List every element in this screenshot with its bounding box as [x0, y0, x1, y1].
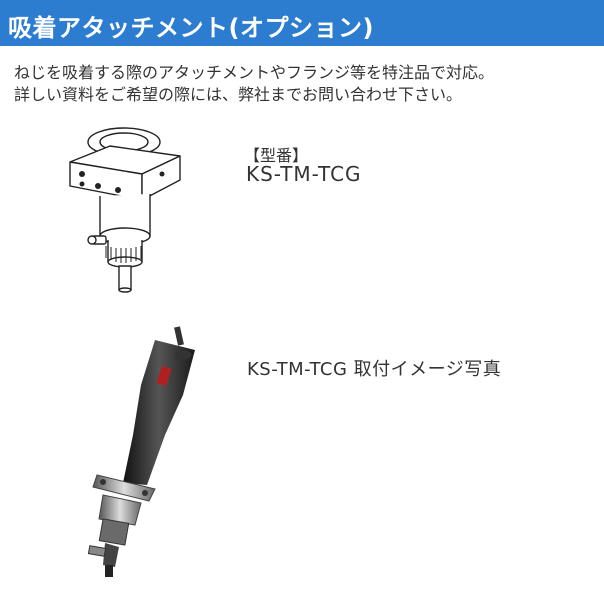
section-title: 吸着アタッチメント(オプション) — [8, 14, 374, 42]
description-line-1: ねじを吸着する際のアタッチメントやフランジ等を特注品で対応。 — [14, 63, 495, 82]
attachment-drawing — [69, 127, 181, 293]
photo-caption: KS-TM-TCG 取付イメージ写真 — [247, 359, 502, 380]
model-code: KS-TM-TCG — [246, 162, 362, 186]
screwdriver-photo — [87, 326, 195, 577]
model-tag-label: 【型番】 — [244, 146, 309, 165]
description: ねじを吸着する際のアタッチメントやフランジ等を特注品で対応。 詳しい資料をご希望… — [14, 62, 494, 106]
description-line-2: 詳しい資料をご希望の際には、弊社までお問い合わせ下さい。 — [14, 85, 463, 104]
section-header: 吸着アタッチメント(オプション) — [0, 0, 604, 46]
